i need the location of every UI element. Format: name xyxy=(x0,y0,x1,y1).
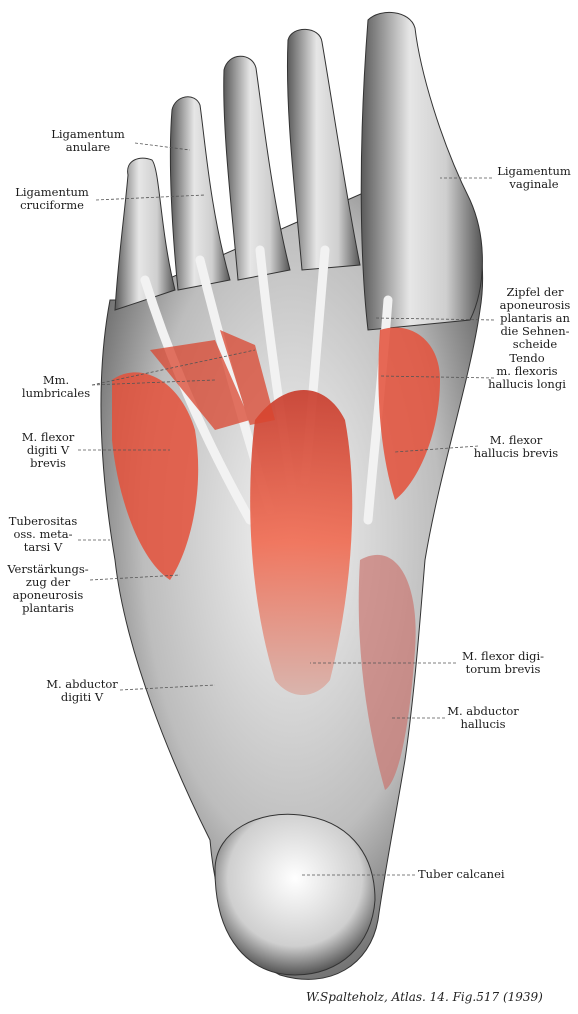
label-tuber-calcanei: Tuber calcanei xyxy=(418,867,505,881)
label-tuberositas-oss-metatarsi-v: Tuberositas oss. meta- tarsi V xyxy=(8,514,78,554)
leader-lines xyxy=(78,142,495,876)
label-flexor-digiti-v-brevis: M. flexor digiti V brevis xyxy=(21,430,75,470)
toe-ii xyxy=(286,28,361,271)
label-tendo-flexoris-hallucis-longi: Tendo m. flexoris hallucis longi xyxy=(488,351,566,391)
toe-v xyxy=(114,157,176,311)
toe-i-hallux xyxy=(360,11,483,331)
label-flexor-hallucis-brevis: M. flexor hallucis brevis xyxy=(473,433,559,460)
figure-caption: W.Spalteholz, Atlas. 14. Fig.517 (1939) xyxy=(306,990,543,1004)
label-verstaerkungszug: Verstärkungs- zug der aponeurosis planta… xyxy=(7,562,89,615)
toe-iv xyxy=(169,96,231,291)
flexor-digiti-v-brevis-muscle xyxy=(112,372,199,580)
label-flexor-digitorum-brevis: M. flexor digi- torum brevis xyxy=(461,649,545,676)
heel-tuber-calcanei xyxy=(214,813,376,976)
flexor-digitorum-brevis-muscle xyxy=(250,390,353,695)
label-zipfel-aponeurosis: Zipfel der aponeurosis plantaris an die … xyxy=(499,285,571,351)
label-mm-lumbricales: Mm. lumbricales xyxy=(21,373,91,400)
label-abductor-hallucis: M. abductor hallucis xyxy=(447,704,519,731)
label-ligamentum-anulare: Ligamentum anulare xyxy=(51,127,125,154)
flexor-hallucis-brevis-muscle xyxy=(378,327,440,500)
label-ligamentum-cruciforme: Ligamentum cruciforme xyxy=(15,185,89,212)
abductor-hallucis-muscle xyxy=(358,554,416,790)
label-ligamentum-vaginale: Ligamentum vaginale xyxy=(497,164,571,191)
toe-iii xyxy=(223,55,291,281)
label-abductor-digiti-v: M. abductor digiti V xyxy=(46,677,118,704)
